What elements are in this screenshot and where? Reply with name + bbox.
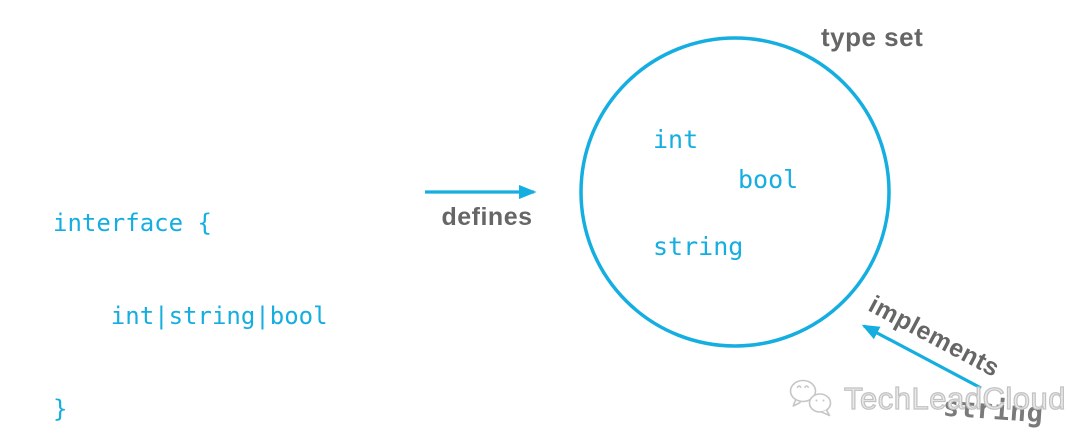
defines-arrow-label: defines [441, 203, 533, 231]
type-set-title: type set [821, 22, 924, 52]
implements-arrow-label: implements [864, 290, 1005, 383]
code-line-interface-open: interface { [53, 209, 212, 237]
interface-code-block: interface { int|string|bool } [53, 146, 328, 446]
code-line-brace-close: } [53, 395, 68, 423]
type-set-member-string: string [653, 232, 744, 261]
code-line-type-union: int|string|bool [53, 302, 328, 330]
type-set-member-bool: bool [738, 165, 799, 194]
type-set-member-int: int [653, 125, 699, 154]
watermark-text: TechLeadCloud [843, 380, 1066, 416]
wechat-icon [789, 379, 832, 417]
watermark: TechLeadCloud [788, 378, 1066, 420]
type-set-circle [579, 36, 891, 348]
